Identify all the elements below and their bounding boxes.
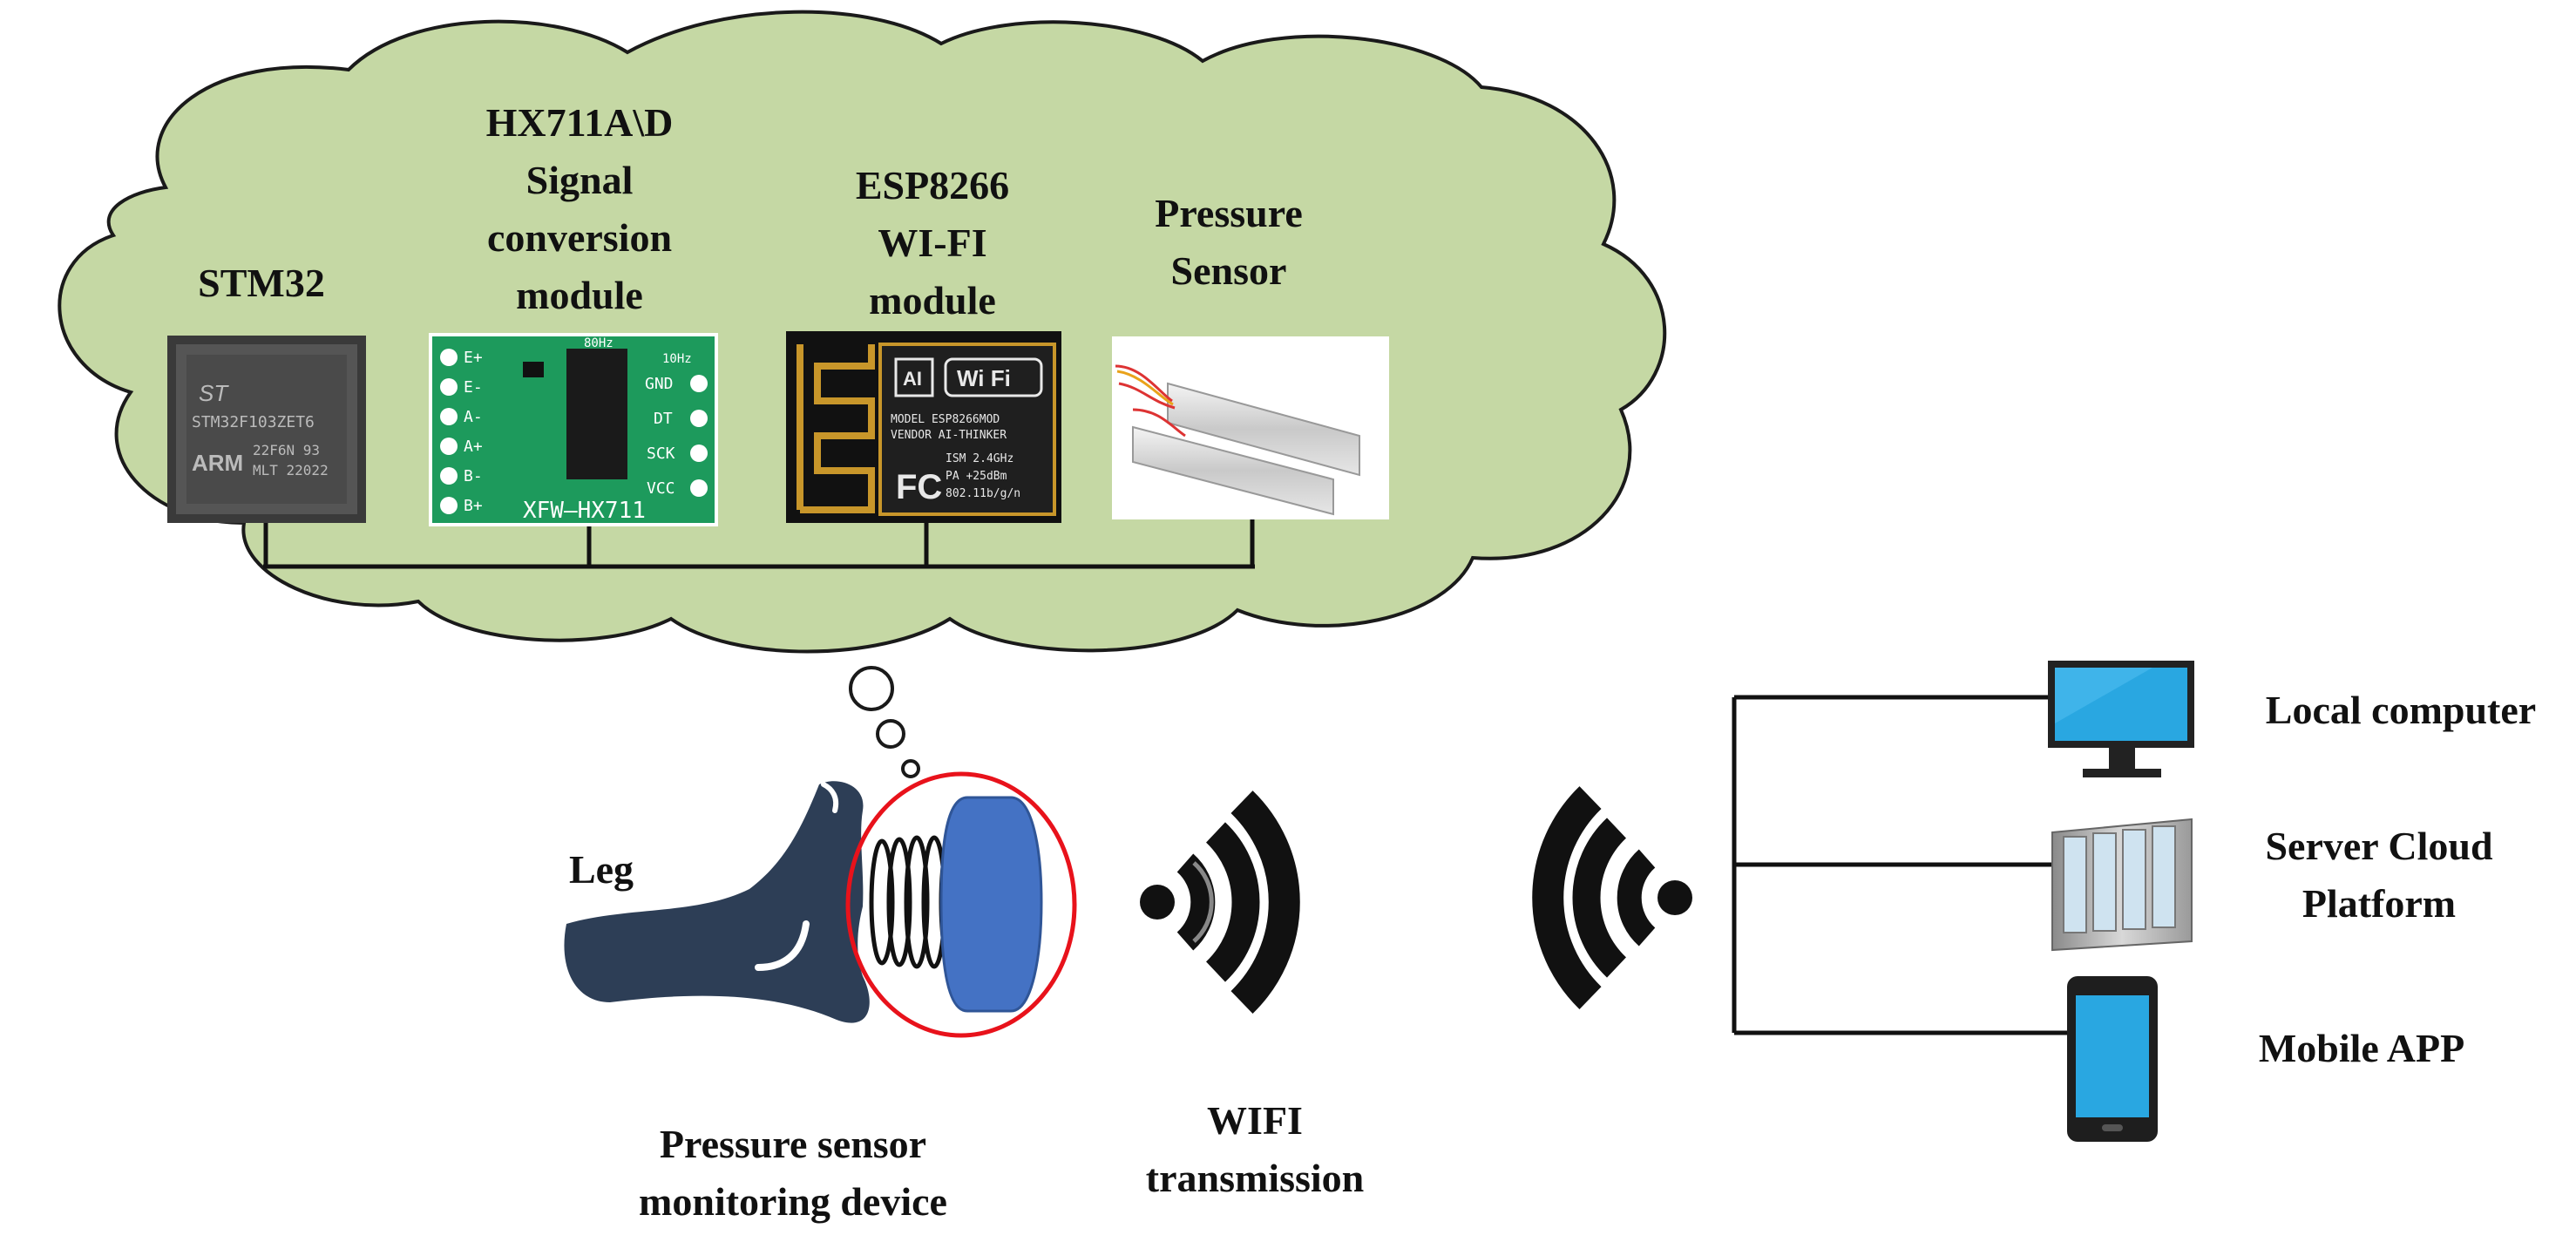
- esp8266-fc-mark: FC: [896, 468, 942, 506]
- label-esp8266-line3: module: [869, 278, 996, 322]
- module-bus: [263, 519, 1255, 569]
- esp8266-line-standard: 802.11b/g/n: [946, 487, 1020, 500]
- label-stm32-text: STM32: [198, 261, 325, 305]
- distribution-bracket: [1732, 695, 2067, 1035]
- thought-bubble-small: [901, 759, 920, 778]
- label-pressure-line1: Pressure: [1155, 191, 1303, 235]
- esp8266-line-model: MODEL ESP8266MOD: [891, 413, 1000, 426]
- label-esp8266-line2: WI-FI: [878, 221, 987, 265]
- label-esp8266-line1: ESP8266: [855, 163, 1010, 207]
- stm32-chip-part: STM32F103ZET6: [192, 413, 315, 431]
- label-pressure-line2: Sensor: [1170, 248, 1287, 293]
- esp8266-badge: AI: [903, 368, 922, 390]
- hx711-board-image: E+ E- A- A+ B- B+ GND DT SCK VCC 80Hz 10…: [429, 333, 718, 526]
- pressure-sensor-image: [1112, 336, 1389, 519]
- esp8266-module-image: AI Wi Fi MODEL ESP8266MOD VENDOR AI-THIN…: [786, 331, 1061, 523]
- label-pressure-sensor: Pressure Sensor: [1115, 185, 1342, 300]
- label-stm32: STM32: [157, 255, 366, 312]
- caption-device: Pressure sensor monitoring device: [593, 1116, 993, 1231]
- hx711-mark-80hz: 80Hz: [584, 336, 613, 350]
- hx711-pin-sck: SCK: [647, 445, 675, 463]
- label-leg: Leg: [549, 841, 654, 899]
- esp8266-line-pa: PA +25dBm: [946, 470, 1007, 483]
- stm32-chip-code2: MLT 22022: [253, 462, 329, 478]
- caption-device-line2: monitoring device: [639, 1179, 947, 1224]
- caption-device-line1: Pressure sensor: [659, 1122, 927, 1166]
- hx711-board-text: XFW—HX711: [523, 498, 646, 524]
- label-hx711: HX711A\D Signal conversion module: [436, 94, 723, 324]
- esp8266-antenna-trace: [797, 344, 875, 513]
- stm32-chip-logo: ST: [199, 380, 229, 406]
- wifi-receive-icon: [1532, 786, 1692, 1009]
- label-hx711-line4: module: [516, 273, 643, 317]
- label-server-cloud: Server Cloud Platform: [2231, 818, 2527, 933]
- label-mobile-app-text: Mobile APP: [2258, 1026, 2465, 1070]
- hx711-mark-10hz: 10Hz: [662, 352, 692, 366]
- hx711-pin-vcc: VCC: [647, 479, 675, 498]
- stm32-chip-code: 22F6N 93: [253, 442, 320, 458]
- leg-top-highlight: [821, 782, 839, 813]
- hx711-pin-e-plus: E+: [464, 349, 483, 367]
- label-mobile-app: Mobile APP: [2231, 1020, 2492, 1077]
- wifi-transmit-icon: [1140, 791, 1300, 1014]
- sensor-highlight-ring: [845, 771, 1077, 1038]
- hx711-pin-a-minus: A-: [464, 408, 483, 426]
- hx711-pin-b-plus: B+: [464, 497, 483, 515]
- stm32-chip-brand: ARM: [192, 450, 243, 476]
- hx711-pin-e-minus: E-: [464, 378, 483, 397]
- label-hx711-line1: HX711A\D: [485, 100, 674, 145]
- label-server-line2: Platform: [2301, 881, 2457, 926]
- caption-wifi-line1: WIFI: [1207, 1098, 1303, 1143]
- label-esp8266: ESP8266 WI-FI module: [828, 157, 1037, 329]
- hx711-pin-b-minus: B-: [464, 467, 483, 485]
- caption-wifi-line2: transmission: [1145, 1156, 1365, 1200]
- hx711-pin-a-plus: A+: [464, 438, 483, 456]
- plunger-disc: [939, 796, 1043, 1013]
- hx711-pin-gnd: GND: [645, 375, 674, 393]
- monitor-icon: [2048, 661, 2194, 777]
- esp8266-line-vendor: VENDOR AI-THINKER: [891, 429, 1007, 442]
- sensor-wires: [1115, 364, 1186, 438]
- label-local-computer: Local computer: [2231, 682, 2571, 739]
- label-local-computer-text: Local computer: [2265, 688, 2537, 732]
- label-hx711-line3: conversion: [486, 215, 673, 260]
- label-server-line1: Server Cloud: [2265, 824, 2493, 868]
- leg-shape: [564, 781, 870, 1023]
- caption-wifi: WIFI transmission: [1124, 1092, 1386, 1207]
- stm32-chip-image: ST STM32F103ZET6 ARM 22F6N 93 MLT 22022: [167, 336, 366, 523]
- server-icon: [2051, 818, 2193, 952]
- label-leg-text: Leg: [568, 847, 634, 892]
- esp8266-wifi-logo: Wi Fi: [957, 365, 1011, 391]
- hx711-pin-dt: DT: [654, 410, 673, 428]
- label-hx711-line2: Signal: [525, 158, 634, 202]
- thought-bubble-large: [849, 666, 894, 711]
- leg-highlight: [755, 920, 810, 971]
- thought-bubble-medium: [876, 719, 905, 749]
- esp8266-line-ism: ISM 2.4GHz: [946, 452, 1013, 465]
- smartphone-icon: [2067, 976, 2158, 1142]
